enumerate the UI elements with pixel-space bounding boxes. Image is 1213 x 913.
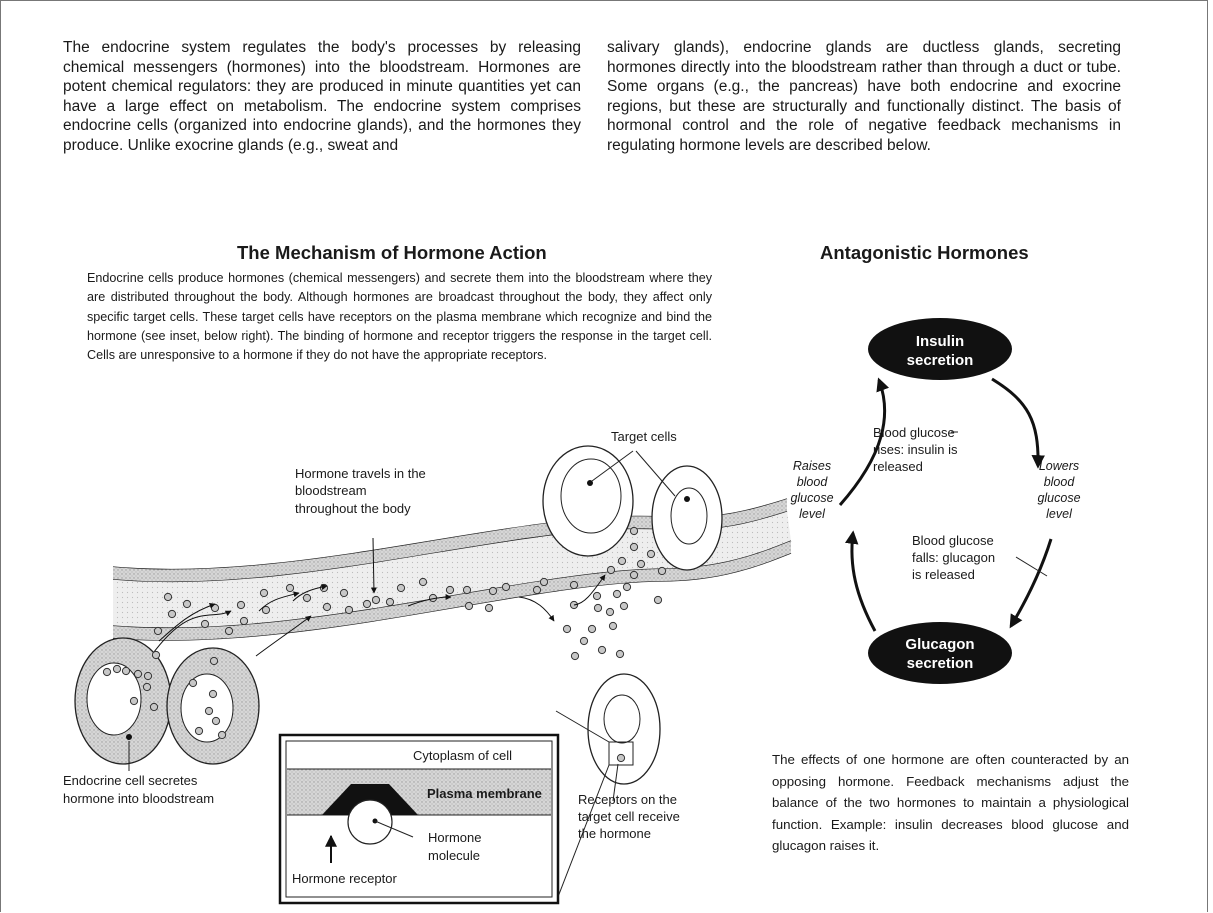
antagonistic-note: The effects of one hormone are often cou…	[772, 752, 1129, 854]
rises-label-3: released	[873, 459, 923, 474]
falls-label-1: Blood glucose	[912, 533, 994, 548]
leader-lines	[128, 450, 676, 903]
glucagon-label-2: secretion	[907, 655, 974, 672]
label-receptors-2: target cell receive	[578, 809, 680, 824]
diagram-labels: Target cells Hormone travels in the bloo…	[63, 333, 1081, 886]
feedback-loop	[838, 318, 1053, 684]
falls-label-2: falls: glucagon	[912, 550, 995, 565]
inset-label-molecule-1: Hormone	[428, 830, 481, 845]
falls-label-3: is released	[912, 567, 975, 582]
intro-paragraph-right: salivary glands), endocrine glands are d…	[607, 39, 1121, 154]
raises-label-1: Raises	[793, 459, 831, 473]
label-target-cells: Target cells	[611, 429, 677, 444]
label-travels-2: bloodstream	[295, 483, 367, 498]
insulin-label-2: secretion	[907, 352, 974, 369]
hormone-molecules	[153, 518, 667, 661]
inset-label-receptor: Hormone receptor	[292, 871, 397, 886]
rises-label-1: Blood glucose	[873, 425, 955, 440]
rises-label-2: rises: insulin is	[873, 442, 958, 457]
inset-label-molecule-2: molecule	[428, 848, 480, 863]
label-endocrine-2: hormone into bloodstream	[63, 791, 214, 806]
label-travels-1: Hormone travels in the	[295, 466, 426, 481]
lowers-label-1: Lowers	[1039, 459, 1079, 473]
label-endocrine-1: Endocrine cell secretes	[63, 773, 198, 788]
lowers-label-2: blood	[1044, 475, 1076, 489]
antagonistic-heading: Antagonistic Hormones	[820, 242, 1029, 263]
lowers-label-4: level	[1046, 507, 1073, 521]
raises-label-4: level	[799, 507, 826, 521]
raises-label-2: blood	[797, 475, 829, 489]
endocrine-cells	[74, 637, 260, 765]
flow-arrows	[150, 537, 606, 657]
mechanism-description: Endocrine cells produce hormones (chemic…	[87, 271, 712, 363]
inset-label-cytoplasm: Cytoplasm of cell	[413, 748, 512, 763]
target-cells	[542, 445, 723, 785]
lowers-label-3: glucose	[1037, 491, 1080, 505]
mechanism-heading: The Mechanism of Hormone Action	[237, 242, 547, 263]
inset-label-membrane: Plasma membrane	[427, 786, 542, 801]
intro-paragraph-left: The endocrine system regulates the body'…	[63, 39, 581, 154]
inset-receptor	[278, 733, 560, 905]
raises-label-3: glucose	[790, 491, 833, 505]
glucagon-label-1: Glucagon	[905, 636, 974, 653]
label-travels-3: throughout the body	[295, 501, 411, 516]
insulin-label-1: Insulin	[916, 333, 964, 350]
label-receptors-3: the hormone	[578, 826, 651, 841]
label-receptors-1: Receptors on the	[578, 792, 677, 807]
